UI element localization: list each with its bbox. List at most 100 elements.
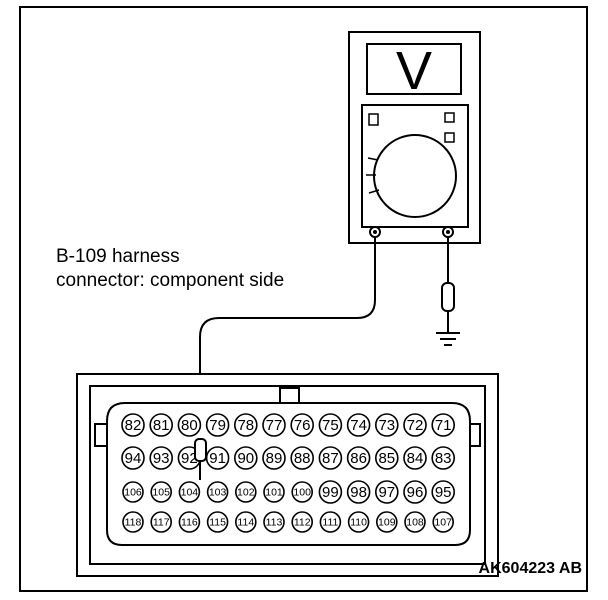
connector-pin-label: 108	[406, 517, 424, 529]
connector-pin-label: 111	[322, 517, 338, 529]
connector-pin	[432, 511, 455, 533]
connector-pin	[150, 481, 172, 503]
connector-pin-label: 84	[407, 450, 424, 467]
connector-pin-label: 101	[265, 487, 283, 499]
connector-pin-label: 103	[209, 487, 227, 499]
connector-pin	[262, 413, 286, 437]
connector-pin-label: 82	[125, 417, 142, 434]
connector-pin-label: 72	[407, 417, 424, 434]
connector-pin	[149, 413, 173, 437]
connector-pin-label: 71	[435, 417, 452, 434]
connector-pin	[262, 446, 286, 470]
connector-pin	[403, 480, 427, 504]
meter-dial-arc-marks	[366, 157, 380, 194]
connector-pin	[291, 511, 314, 533]
connector-pin-label: 86	[350, 450, 367, 467]
multimeter: V	[348, 31, 481, 244]
connector-pin	[177, 413, 202, 437]
connector-pin-label: 81	[153, 417, 170, 434]
connector-pin-label: 87	[322, 450, 339, 467]
connector-pin-label: 90	[237, 450, 254, 467]
connector-housing	[76, 373, 499, 577]
connector-pin-label: 109	[378, 517, 396, 529]
connector-pin	[206, 511, 229, 533]
connector-pin-label: 85	[378, 450, 395, 467]
connector-latch	[279, 387, 300, 404]
connector-pin-label: 105	[152, 487, 170, 499]
connector-pin-label: 116	[181, 517, 198, 529]
connector-pin	[318, 480, 343, 504]
meter-jack-v-inner	[446, 230, 450, 234]
connector-pin	[319, 511, 342, 533]
connector-pin-label: 97	[378, 484, 395, 501]
meter-rotary-dial	[373, 134, 457, 218]
connector-pin	[347, 511, 370, 533]
connector-pin-label: 102	[237, 487, 255, 499]
ground-symbol	[436, 332, 460, 346]
connector-pin-label: 73	[378, 417, 395, 434]
connector-pin	[374, 413, 399, 437]
connector-pin-label: 114	[237, 517, 254, 529]
connector-pin-label: 99	[322, 484, 339, 501]
connector-pin-label: 79	[209, 417, 226, 434]
connector-pin	[234, 413, 258, 437]
connector-pin	[234, 446, 258, 470]
ground-probe	[441, 282, 455, 312]
connector-pin	[318, 413, 343, 437]
connector-pin	[150, 511, 172, 533]
meter-button-right-top	[444, 112, 455, 123]
connector-pin	[290, 413, 315, 437]
meter-jack-com-inner	[373, 230, 377, 234]
connector-pin-label: 118	[125, 517, 142, 529]
connector-pin-label: 115	[209, 517, 226, 529]
connector-pin	[263, 511, 285, 533]
connector-pin-label: 104	[181, 487, 199, 499]
connector-callout-line1: B-109 harness	[56, 246, 180, 267]
connector-pin	[205, 413, 230, 437]
connector-pin-label: 94	[125, 450, 142, 467]
connector-pin-label: 107	[434, 517, 452, 529]
connector-pin	[122, 481, 144, 503]
connector-pin	[121, 446, 145, 470]
connector-pin-label: 89	[266, 450, 283, 467]
connector-pin	[263, 481, 285, 503]
connector-left-tab	[94, 423, 108, 447]
connector-pin-label: 83	[435, 450, 452, 467]
connector-pin-label: 78	[237, 417, 254, 434]
meter-display	[366, 43, 462, 95]
outer-frame	[19, 6, 588, 592]
connector-pin	[178, 481, 201, 503]
meter-button-right-bottom	[444, 132, 455, 143]
connector-pin-label: 77	[266, 417, 283, 434]
connector-pin	[178, 511, 201, 533]
connector-pin	[375, 511, 398, 533]
connector-pin	[318, 446, 343, 470]
connector-pin	[346, 413, 371, 437]
connector-pin	[291, 481, 314, 503]
document-id: AK604223 AB	[478, 560, 582, 577]
connector-pin-label: 112	[294, 517, 311, 529]
connector-pin	[403, 413, 427, 437]
connector-pin	[431, 480, 456, 504]
connector-pin	[431, 413, 456, 437]
connector-pin	[374, 446, 399, 470]
connector-pin	[403, 446, 427, 470]
probe-tip	[194, 438, 207, 462]
meter-button-left	[368, 113, 379, 126]
connector-pin-label: 92	[181, 450, 198, 467]
connector-pin-label: 74	[350, 417, 367, 434]
connector-pin-label: 80	[181, 417, 198, 434]
connector-pin	[346, 480, 371, 504]
probe-lead-wire	[199, 237, 376, 440]
connector-pin	[235, 481, 257, 503]
connector-pin	[206, 481, 229, 503]
connector-pin-label: 100	[293, 487, 311, 499]
meter-display-symbol: V	[396, 41, 432, 101]
connector-pin-label: 88	[294, 450, 311, 467]
connector-callout-line2: connector: component side	[56, 270, 285, 291]
connector-pin-label: 117	[153, 517, 170, 529]
connector-pin-label: 95	[435, 484, 452, 501]
connector-pin-label: 110	[350, 517, 367, 529]
